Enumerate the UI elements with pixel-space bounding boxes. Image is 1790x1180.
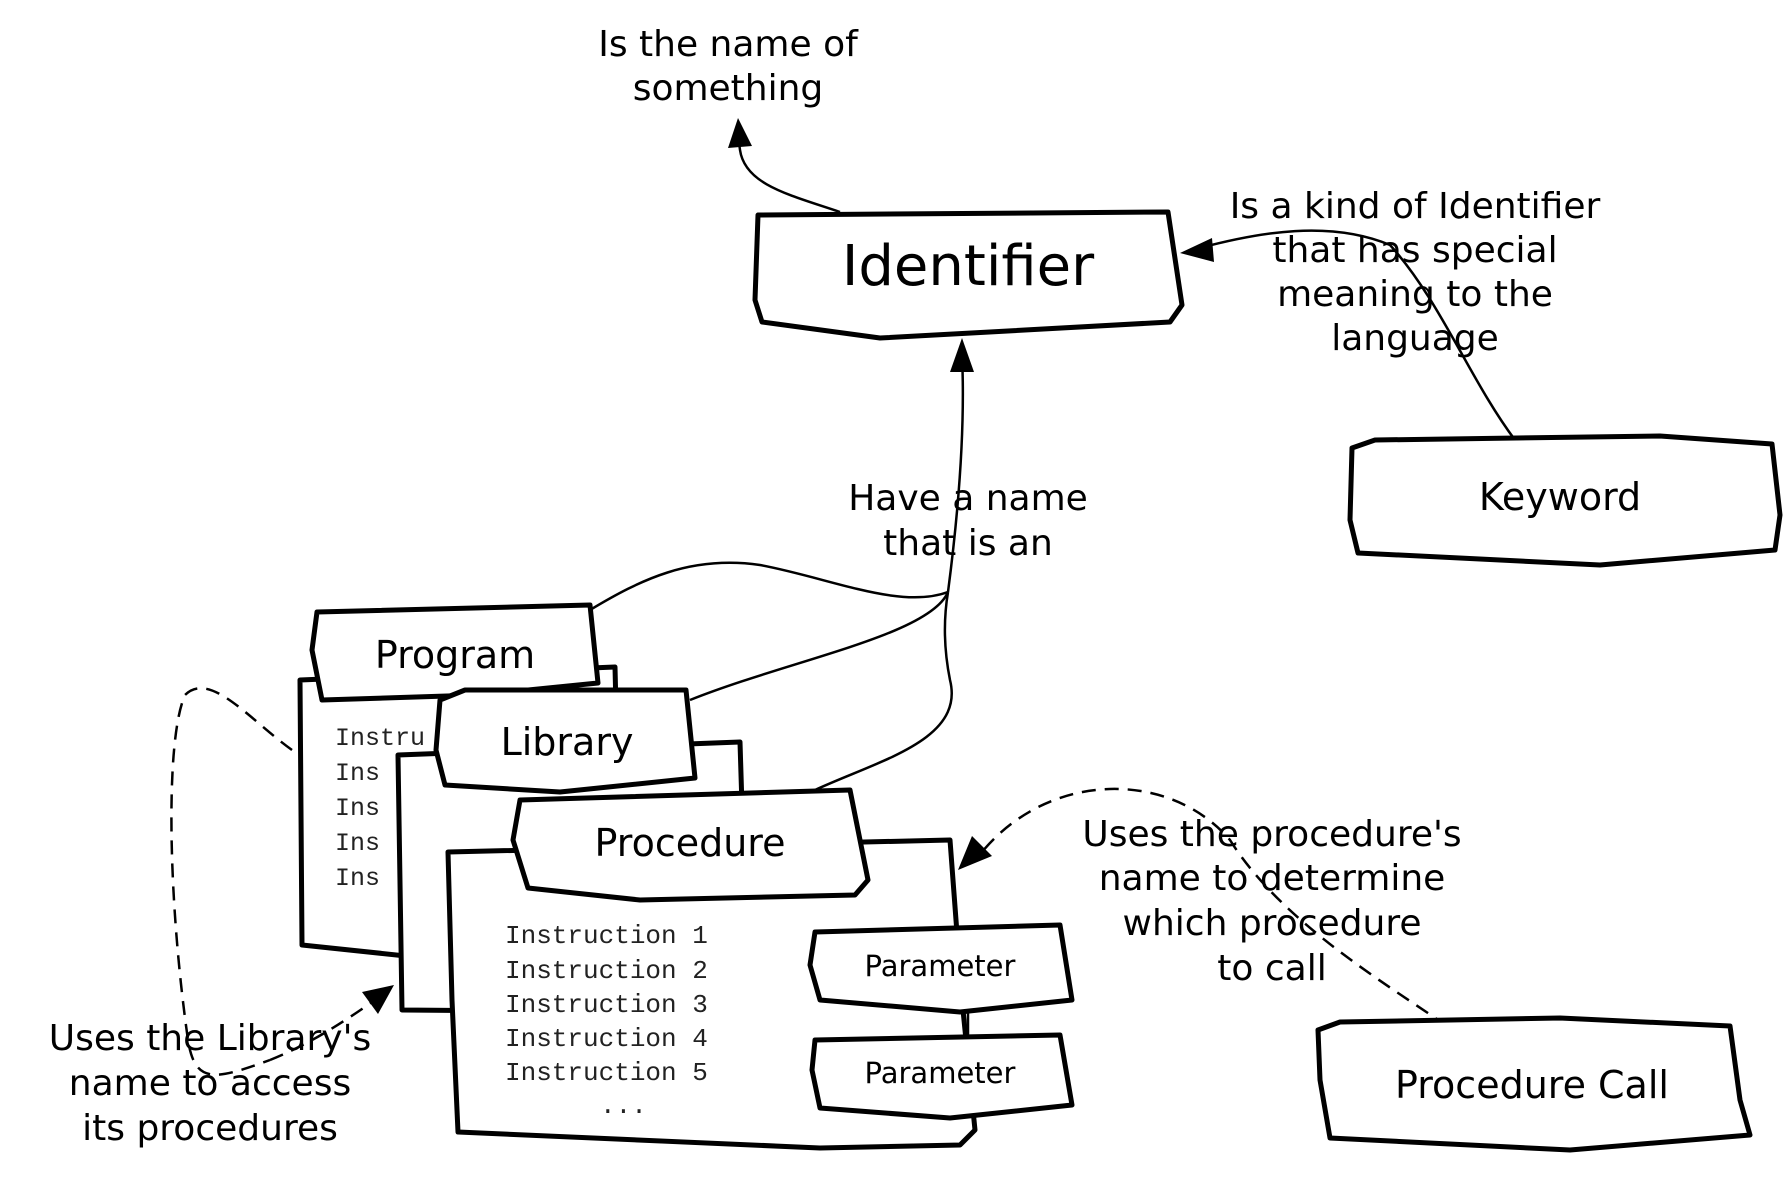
have-name-arrowhead — [950, 338, 974, 372]
procedure-instruction-5: Instruction 5 — [505, 1058, 708, 1088]
program-instruction-4: Ins — [335, 829, 380, 858]
identifier-box — [752, 209, 1185, 341]
keyword-label: Keyword — [1479, 475, 1641, 519]
library-label: Library — [501, 720, 634, 764]
annotation-name-of-something-line-2: something — [633, 68, 824, 109]
procedure-instruction-2: Instruction 2 — [505, 956, 708, 986]
identifier-to-name-arrowhead — [728, 118, 752, 148]
procedure-tab — [510, 787, 871, 903]
annotation-keyword-kind-line-3: meaning to the — [1277, 274, 1553, 315]
procedure-instruction-ellipsis: ... — [600, 1091, 647, 1121]
annotation-name-of-something: Is the name of something — [598, 24, 859, 109]
annotation-library-uses-line-3: its procedures — [82, 1108, 338, 1149]
call-to-procedure-arrowhead — [958, 836, 992, 870]
annotation-procedure-call-uses: Uses the procedure's name to determine w… — [1082, 814, 1461, 989]
annotation-have-name: Have a name that is an — [848, 478, 1088, 564]
annotation-have-name-line-1: Have a name — [848, 478, 1088, 519]
program-instruction-5: Ins — [335, 864, 380, 893]
annotation-keyword-kind-line-4: language — [1331, 318, 1499, 359]
procedure-label: Procedure — [595, 821, 786, 865]
parameter-label-1: Parameter — [865, 949, 1016, 983]
procedure-call-box — [1315, 1015, 1753, 1153]
annotation-procedure-call-uses-line-4: to call — [1217, 948, 1326, 989]
annotation-library-uses: Uses the Library's name to access its pr… — [49, 1018, 372, 1149]
identifier-to-name-arrow-line — [736, 134, 841, 214]
identifier-label: Identifier — [842, 234, 1095, 299]
program-instruction-1: Instru — [335, 724, 425, 753]
procedure-call-label: Procedure Call — [1395, 1063, 1669, 1107]
annotation-library-uses-line-2: name to access — [69, 1063, 351, 1104]
annotation-library-uses-line-1: Uses the Library's — [49, 1018, 372, 1059]
procedure-instructions: Instruction 1 Instruction 2 Instruction … — [505, 921, 708, 1121]
have-name-to-identifier-line — [946, 354, 965, 593]
procedure-to-identifier-line — [814, 591, 953, 792]
annotation-name-of-something-line-1: Is the name of — [598, 24, 859, 65]
procedure-instruction-4: Instruction 4 — [505, 1024, 708, 1054]
parameter-label-2: Parameter — [865, 1056, 1016, 1090]
annotation-keyword-kind-line-2: that has special — [1272, 230, 1557, 271]
program-to-identifier-line — [589, 561, 949, 612]
annotation-have-name-line-2: that is an — [883, 523, 1053, 564]
program-label: Program — [375, 633, 535, 677]
annotation-keyword-kind-line-1: Is a kind of Identifier — [1230, 186, 1601, 227]
library-to-identifier-line — [689, 591, 950, 702]
keyword-box — [1347, 433, 1783, 568]
parameter-box-1 — [807, 922, 1075, 1015]
call-to-procedure-dashed-line — [981, 787, 1448, 1028]
procedure-instruction-1: Instruction 1 — [505, 921, 708, 951]
program-instruction-2: Ins — [335, 759, 380, 788]
procedure-instruction-3: Instruction 3 — [505, 990, 708, 1020]
program-instructions: Instru Ins Ins Ins Ins — [335, 724, 425, 893]
library-uses-arrowhead — [362, 985, 394, 1014]
annotation-keyword-kind: Is a kind of Identifier that has special… — [1230, 186, 1601, 359]
parameter-box-2 — [809, 1032, 1075, 1121]
annotation-procedure-call-uses-line-1: Uses the procedure's — [1082, 814, 1461, 855]
program-instruction-3: Ins — [335, 794, 380, 823]
annotation-procedure-call-uses-line-3: which procedure — [1123, 903, 1422, 944]
library-tab — [433, 687, 698, 795]
keyword-to-identifier-arrowhead — [1180, 238, 1214, 262]
library-uses-dashed-loop — [170, 687, 293, 1076]
annotation-procedure-call-uses-line-2: name to determine — [1099, 858, 1446, 899]
keyword-to-identifier-line — [1199, 229, 1517, 441]
